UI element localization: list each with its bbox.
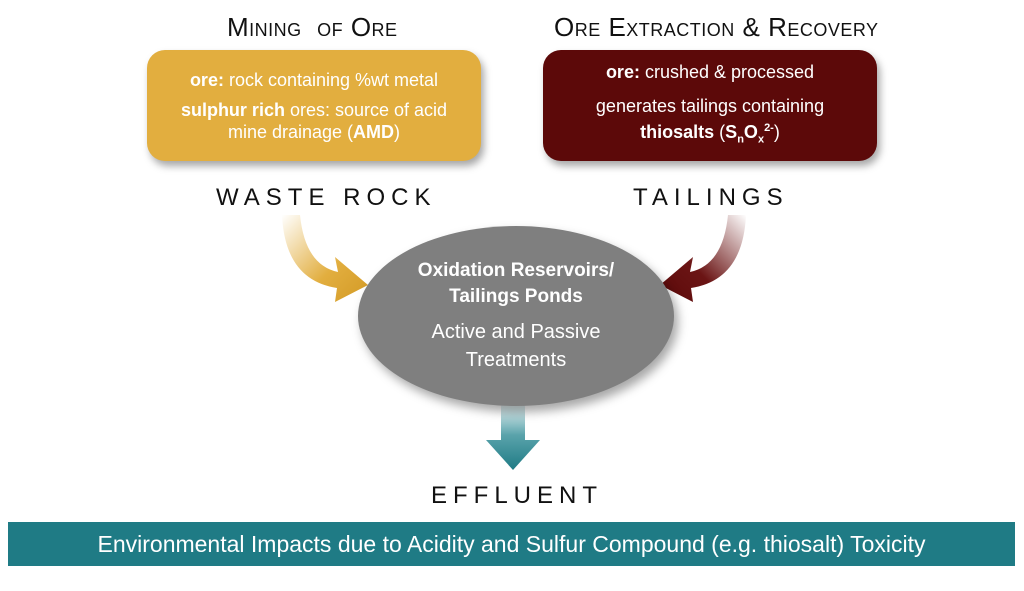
amd-close: ) bbox=[394, 121, 401, 142]
thiosalts-term: thiosalts bbox=[640, 121, 715, 142]
ore-definition: ore: rock containing %wt metal bbox=[190, 69, 438, 91]
environmental-impacts-banner: Environmental Impacts due to Acidity and… bbox=[8, 522, 1015, 566]
effluent-arrow bbox=[486, 400, 540, 470]
ore-extraction-heading: Ore Extraction & Recovery bbox=[554, 12, 879, 42]
oxidation-reservoirs-node: Oxidation Reservoirs/ Tailings Ponds Act… bbox=[358, 226, 674, 406]
ore-processing-note: ore: crushed & processed bbox=[606, 61, 814, 83]
formula-open: ( bbox=[714, 121, 726, 142]
ore-term: ore: bbox=[189, 69, 224, 90]
formula-close: ) bbox=[773, 121, 780, 142]
waste-rock-label: WASTE ROCK bbox=[216, 184, 437, 211]
treatment-subtitle: Active and Passive Treatments bbox=[431, 321, 601, 371]
ore-extraction-box: ore: crushed & processed generates taili… bbox=[543, 50, 877, 161]
mining-of-ore-box: ore: rock containing %wt metal sulphur r… bbox=[147, 50, 481, 161]
tailings-arrow bbox=[660, 215, 746, 302]
tailings-note: generates tailings containing thiosalts … bbox=[596, 95, 824, 151]
ore-description: rock containing %wt metal bbox=[223, 69, 439, 90]
thiosalt-formula: SnOx2- bbox=[725, 121, 774, 146]
reservoir-title: Oxidation Reservoirs/ Tailings Ponds bbox=[417, 260, 615, 307]
sulphur-rich-description: ores: source of acid mine drainage ( bbox=[227, 99, 448, 142]
mining-of-ore-heading: Mining of Ore bbox=[227, 12, 398, 42]
effluent-label: EFFLUENT bbox=[431, 482, 604, 509]
ore-processing-description: crushed & processed bbox=[639, 61, 815, 82]
sulphur-rich-note: sulphur rich ores: source of acid mine d… bbox=[164, 99, 464, 143]
amd-term: AMD bbox=[353, 121, 395, 142]
ore-term-right: ore: bbox=[605, 61, 640, 82]
tailings-description: generates tailings containing bbox=[595, 95, 825, 116]
sulphur-rich-term: sulphur rich bbox=[180, 99, 285, 120]
waste-rock-arrow bbox=[282, 215, 368, 302]
tailings-label: TAILINGS bbox=[633, 184, 789, 211]
